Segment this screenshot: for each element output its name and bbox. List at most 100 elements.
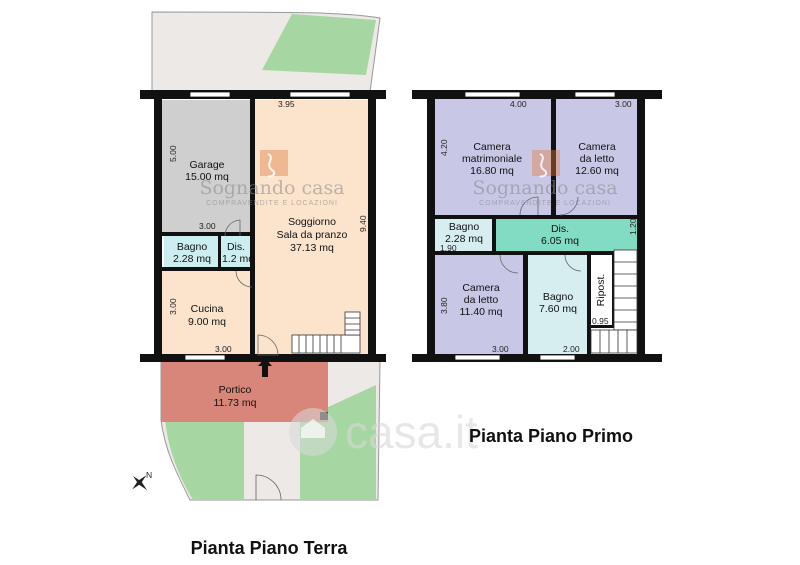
- garage-area: [161, 100, 254, 234]
- bagno-ground-label: Bagno: [177, 241, 208, 253]
- ripost-area: [588, 255, 614, 325]
- dim-letto2-width: 3.00: [492, 344, 509, 354]
- door-cucina: [235, 270, 253, 288]
- ground-floor-plan: Garage 15.00 mq Soggiorno Sala da pranzo…: [140, 11, 386, 501]
- wall-garage-soggiorno: [250, 99, 255, 354]
- dis-first-label: Dis.: [551, 223, 569, 235]
- bagno-ground-area: [164, 236, 220, 268]
- letto1-area-label: 12.60 mq: [575, 165, 619, 177]
- bagno-small-label: Bagno: [449, 221, 480, 233]
- compass-icon: N: [132, 470, 152, 491]
- dim-cucina-height: 3.00: [168, 298, 178, 315]
- dim-letto1-width: 3.00: [615, 99, 632, 109]
- portico-area-label: 11.73 mq: [214, 397, 257, 409]
- window-letto1: [574, 91, 616, 98]
- portico-area-top: [161, 360, 328, 422]
- cucina-label: Cucina: [191, 303, 224, 315]
- brand-logo-icon: [260, 150, 288, 176]
- bagno-large-label: Bagno: [543, 291, 574, 303]
- window-garage: [189, 91, 231, 98]
- dim-garage-height: 5.00: [168, 145, 178, 162]
- door-garden: [255, 474, 282, 501]
- portico-label: Portico: [219, 384, 252, 396]
- watermark: casa.it: [289, 406, 478, 458]
- bagno-large-area: [528, 255, 588, 355]
- dis-ground-area: [220, 236, 250, 268]
- bagno-small-area-label: 2.28 mq: [445, 233, 483, 245]
- brand-logo-icon-first: [532, 150, 560, 176]
- window-cucina: [184, 354, 226, 361]
- window-letto2: [454, 354, 501, 361]
- brand-logo-first: Sognando casa COMPRAVENDITE E LOCAZIONI: [472, 150, 618, 207]
- wall-bagno-dis-first: [492, 219, 496, 251]
- matrimoniale-label: Camera: [473, 141, 511, 153]
- bagno-ground-area-label: 2.28 mq: [173, 253, 211, 265]
- dim-soggiorno-height: 9.40: [358, 215, 368, 232]
- matrimoniale-label-2: matrimoniale: [462, 153, 522, 165]
- wall-letto2-bagno: [523, 255, 528, 354]
- sala-pranzo-label: Sala da pranzo: [277, 229, 348, 241]
- dim-letto2-height: 3.80: [439, 297, 449, 314]
- ripost-label: Ripost.: [595, 274, 607, 307]
- brand-logo-ground: Sognando casa COMPRAVENDITE E LOCAZIONI: [199, 150, 345, 207]
- bagno-large-area-label: 7.60 mq: [539, 303, 577, 315]
- wall-bagno-ripost: [587, 255, 591, 354]
- ground-floor-title: Pianta Piano Terra: [191, 538, 349, 558]
- soggiorno-label: Soggiorno: [288, 216, 336, 228]
- dim-matrimoniale-height: 4.20: [439, 139, 449, 156]
- window-matrimoniale: [464, 91, 521, 98]
- letto2-area-label: 11.40 mq: [460, 306, 503, 318]
- first-floor-plan: Camera matrimoniale 16.80 mq Camera da l…: [412, 90, 662, 362]
- dis-ground-label: Dis.: [227, 241, 245, 253]
- wall-ground-left: [154, 90, 162, 362]
- wall-ground-right: [368, 90, 376, 362]
- window-soggiorno: [289, 91, 351, 98]
- cucina-area: [161, 270, 254, 356]
- letto1-area: [556, 99, 638, 215]
- dim-dis-height: 1.20: [628, 218, 638, 235]
- dim-bagno-width: 1.90: [440, 243, 457, 253]
- bottom-garden-left: [165, 420, 244, 500]
- letto1-label: Camera: [578, 141, 616, 153]
- dim-ripost-width: 0.95: [592, 316, 609, 326]
- wall-garage-bottom: [162, 232, 254, 236]
- dim-bagno-large-width: 2.00: [563, 344, 580, 354]
- soggiorno-area-label: 37.13 mq: [290, 242, 334, 254]
- window-bagno-large: [539, 354, 576, 361]
- wall-dis-bottom: [435, 251, 638, 255]
- letto2-area: [434, 255, 524, 355]
- wall-bedrooms-divider: [551, 99, 556, 216]
- cucina-area-label: 9.00 mq: [188, 316, 226, 328]
- wall-first-bottom: [412, 354, 662, 362]
- dim-cucina-width: 3.00: [215, 344, 232, 354]
- entrance-arrow-icon: [258, 358, 272, 377]
- wall-first-top: [412, 90, 662, 99]
- dim-matrimoniale-width: 4.00: [510, 99, 527, 109]
- letto1-label-2: da letto: [580, 153, 615, 165]
- door-bagno-large: [564, 254, 582, 272]
- bagno-small-area: [434, 219, 492, 251]
- dis-first-area-label: 6.05 mq: [541, 235, 579, 247]
- first-stairs: [590, 249, 638, 354]
- dis-ground-area-label: 1.2 mq: [222, 253, 254, 265]
- letto2-label: Camera: [462, 282, 500, 294]
- letto2-label-2: da letto: [464, 294, 499, 306]
- first-floor-title: Pianta Piano Primo: [469, 426, 633, 446]
- wall-first-right: [637, 90, 645, 362]
- brand-tagline-first: COMPRAVENDITE E LOCAZIONI: [479, 200, 611, 207]
- wall-bedrooms-bottom: [435, 215, 638, 219]
- ground-stairs: [291, 311, 361, 354]
- wall-ground-bottom: [140, 354, 386, 362]
- dim-garage-width: 3.00: [199, 221, 216, 231]
- wall-first-left: [427, 90, 435, 362]
- compass-north-label: N: [146, 470, 152, 480]
- wall-stairs-right: [612, 255, 615, 325]
- brand-name-ground: Sognando casa: [199, 177, 344, 199]
- watermark-text: casa.it: [345, 406, 478, 458]
- wall-bagno-dis: [218, 236, 221, 268]
- wall-ripost-bottom: [588, 325, 614, 328]
- brand-name-first: Sognando casa: [472, 177, 617, 199]
- matrimoniale-area-label: 16.80 mq: [470, 165, 514, 177]
- door-garage: [224, 219, 241, 237]
